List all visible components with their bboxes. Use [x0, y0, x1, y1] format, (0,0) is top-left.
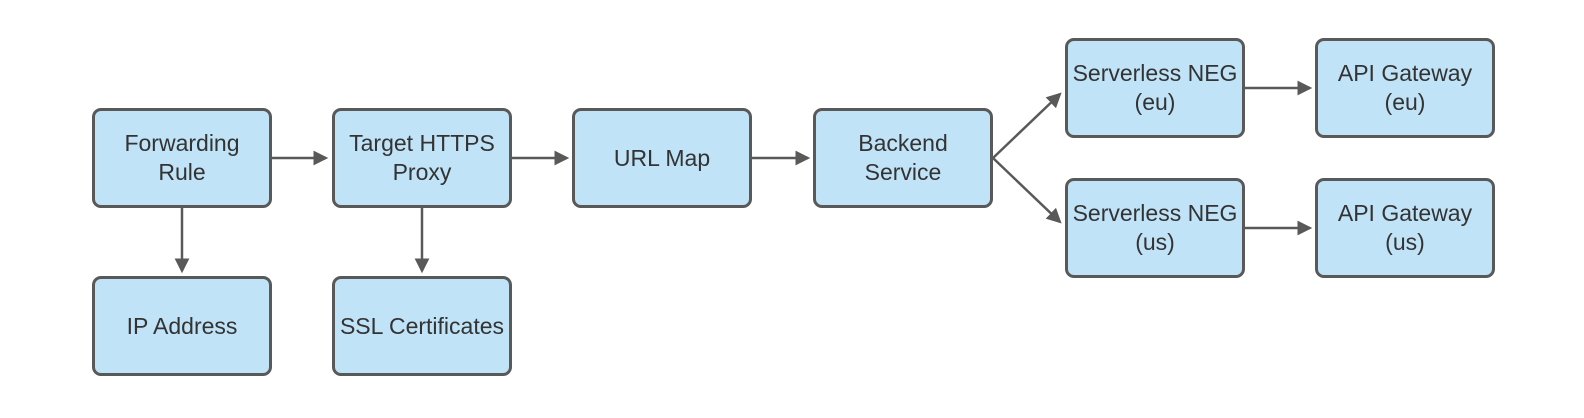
node-label-serverless-neg-us: Serverless NEG (us)	[1072, 200, 1238, 255]
node-label-serverless-neg-eu: Serverless NEG (eu)	[1072, 60, 1238, 115]
node-label-backend-service: Backend Service	[858, 130, 948, 185]
node-label-api-gateway-us: API Gateway (us)	[1337, 200, 1473, 255]
node-label-target-https-proxy: Target HTTPS Proxy	[349, 130, 495, 185]
node-api-gateway-eu: API Gateway (eu)	[1315, 38, 1495, 138]
node-label-url-map: URL Map	[613, 144, 711, 171]
node-label-ip-address: IP Address	[126, 312, 238, 339]
node-target-https-proxy: Target HTTPS Proxy	[332, 108, 512, 208]
edge-backend-service-to-serverless-neg-us	[992, 157, 1062, 224]
node-serverless-neg-eu: Serverless NEG (eu)	[1065, 38, 1245, 138]
node-backend-service: Backend Service	[813, 108, 993, 208]
node-label-ssl-certificates: SSL Certificates	[339, 312, 505, 339]
node-serverless-neg-us: Serverless NEG (us)	[1065, 178, 1245, 278]
node-ip-address: IP Address	[92, 276, 272, 376]
node-api-gateway-us: API Gateway (us)	[1315, 178, 1495, 278]
node-label-api-gateway-eu: API Gateway (eu)	[1337, 60, 1473, 115]
node-forwarding-rule: Forwarding Rule	[92, 108, 272, 208]
node-url-map: URL Map	[572, 108, 752, 208]
node-ssl-certificates: SSL Certificates	[332, 276, 512, 376]
node-label-forwarding-rule: Forwarding Rule	[124, 130, 240, 185]
edge-backend-service-to-serverless-neg-eu	[992, 92, 1062, 159]
